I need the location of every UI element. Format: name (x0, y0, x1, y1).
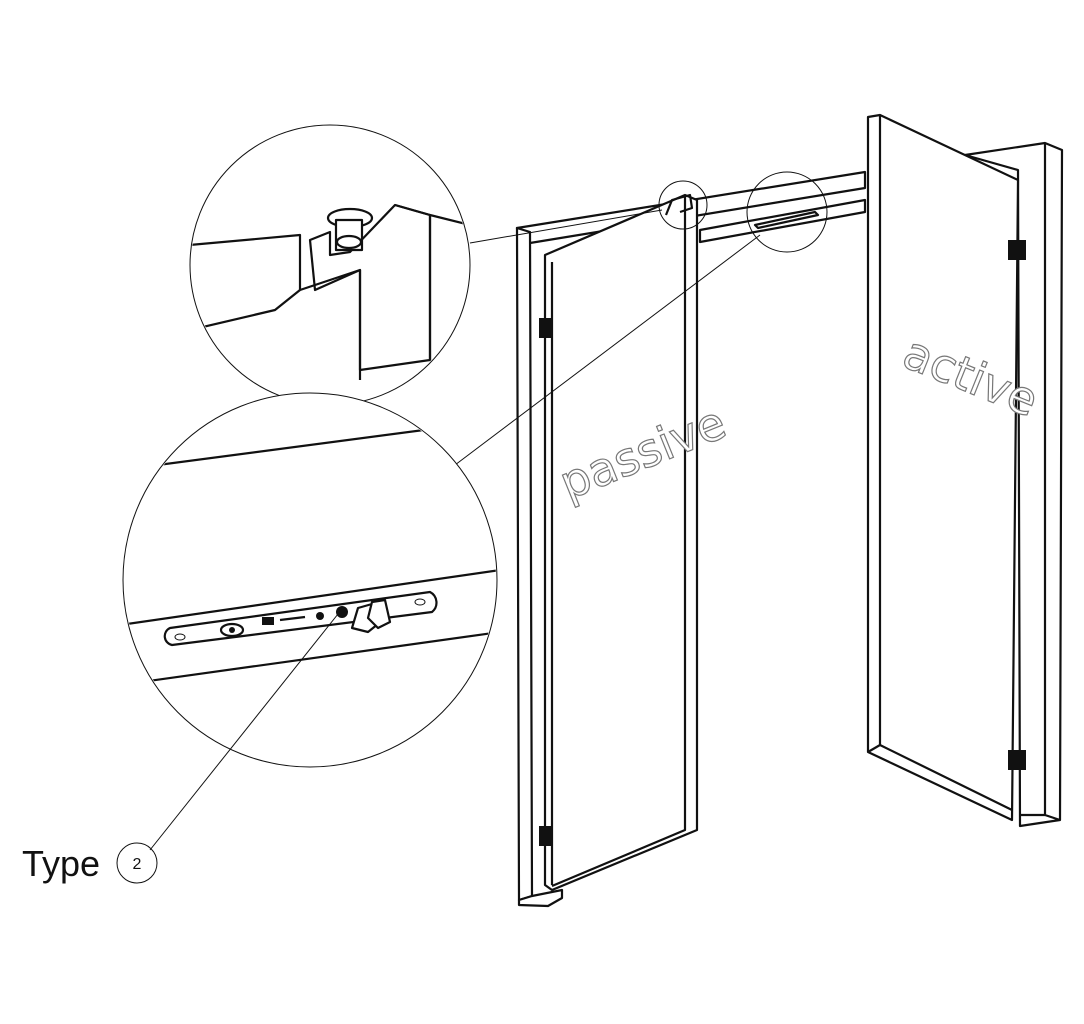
detail-markers (454, 171, 828, 466)
hinges (539, 240, 1026, 846)
hinge-icon (539, 318, 552, 338)
hinge-icon (539, 826, 552, 846)
magnified-detail-lock (122, 392, 498, 851)
passive-door-leaf: passive (543, 193, 734, 892)
magnified-detail-top (189, 124, 471, 406)
left-frame-post (515, 226, 564, 908)
type-label: Type (22, 843, 100, 884)
right-frame-post (963, 141, 1064, 828)
hinge-icon (1008, 240, 1026, 260)
type-callout: Type 2 (22, 842, 158, 884)
active-door-leaf: active (866, 113, 1046, 822)
type-number: 2 (133, 856, 142, 873)
hinge-icon (1008, 750, 1026, 770)
